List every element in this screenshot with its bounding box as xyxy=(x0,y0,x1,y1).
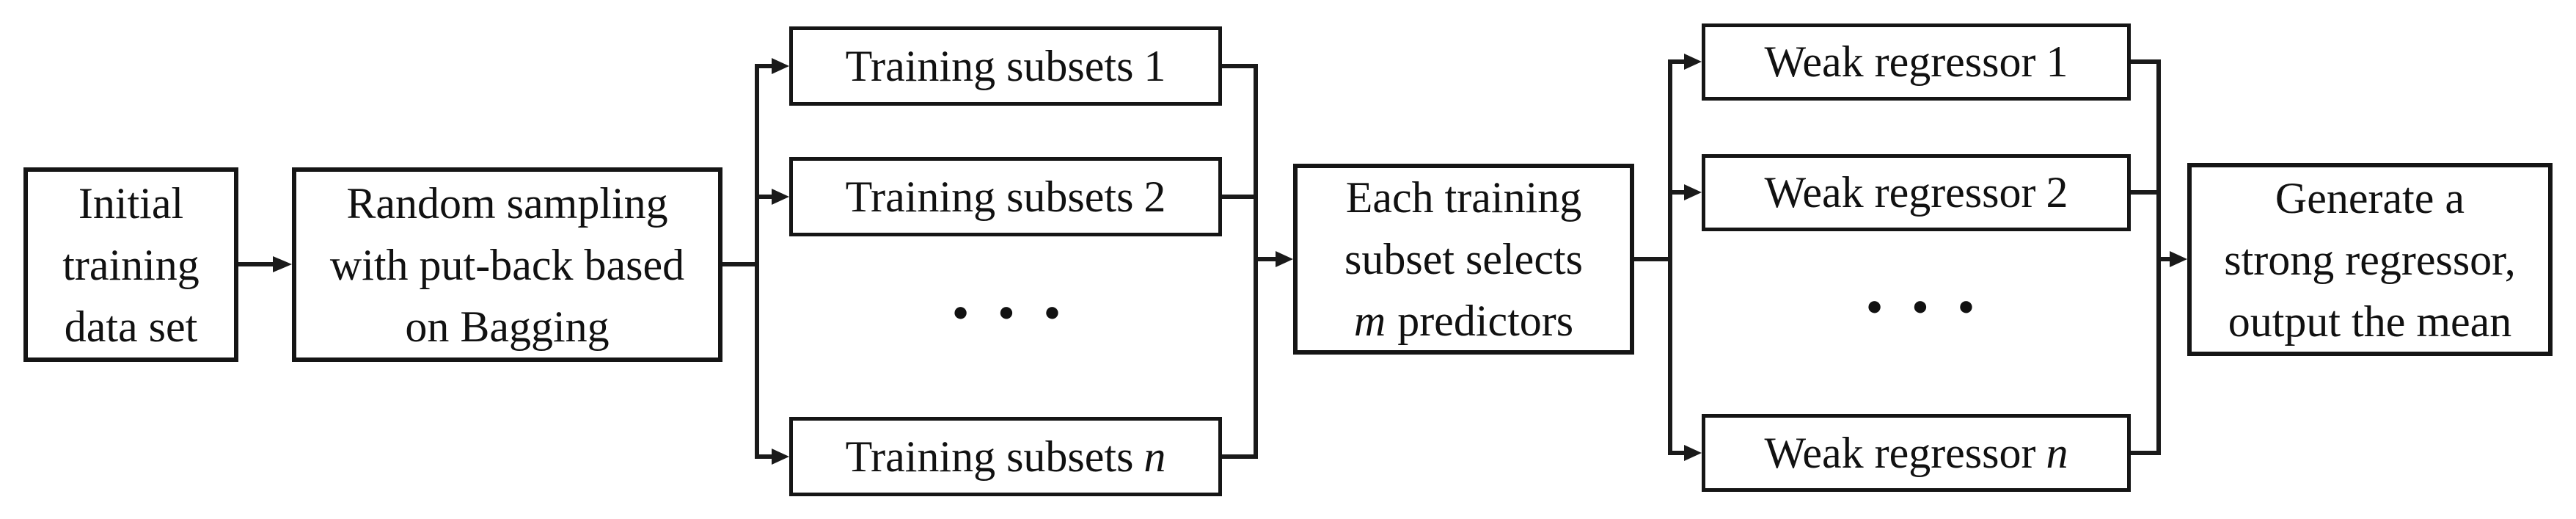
node-label-rest: predictors xyxy=(1397,297,1574,345)
collector-regressors-to-output xyxy=(2131,59,2187,455)
node-label-line: strong regressor, xyxy=(2224,235,2516,284)
node-label-line: Each training xyxy=(1345,173,1582,222)
node-weak-regressor-1: Weak regressor 1 xyxy=(1702,23,2131,101)
node-training-subset-1: Training subsets 1 xyxy=(789,26,1222,106)
node-label: Training subsets xyxy=(845,172,1134,221)
node-output: Generate a strong regressor, output the … xyxy=(2187,163,2553,356)
node-weak-regressor-n: Weak regressor n xyxy=(1702,414,2131,492)
node-index: 1 xyxy=(1144,41,1166,90)
node-label-line: Random sampling xyxy=(346,178,668,228)
node-label: Weak regressor xyxy=(1764,428,2036,477)
node-label-line: Generate a xyxy=(2275,173,2465,222)
node-label-variable: m xyxy=(1353,297,1386,345)
node-training-subset-n: Training subsets n xyxy=(789,417,1222,496)
node-label-line: Initial xyxy=(78,178,184,228)
node-index: n xyxy=(2046,428,2068,477)
node-label-line: output the mean xyxy=(2228,297,2512,346)
node-label-line: data set xyxy=(64,302,198,351)
node-label: Training subsets xyxy=(845,41,1134,90)
node-label: Training subsets xyxy=(845,432,1134,481)
node-random-sampling: Random sampling with put-back based on B… xyxy=(292,167,722,362)
node-index: 1 xyxy=(2046,37,2068,86)
node-label: Weak regressor xyxy=(1764,37,2036,86)
branch-predictors-to-regressors xyxy=(1634,54,1702,461)
ellipsis-left: ● ● ● xyxy=(952,297,1061,327)
collector-subsets-to-predictors xyxy=(1222,64,1293,459)
node-initial-data: Initial training data set xyxy=(23,167,238,362)
node-label-line: on Bagging xyxy=(405,302,610,351)
node-training-subset-2: Training subsets 2 xyxy=(789,157,1222,236)
node-index: 2 xyxy=(1144,172,1166,221)
node-label-line: subset selects xyxy=(1344,235,1583,283)
arrow-initial-to-sampling xyxy=(238,256,292,272)
node-label: Weak regressor xyxy=(1764,168,2036,217)
node-label-line: training xyxy=(62,240,200,289)
node-index: 2 xyxy=(2046,168,2068,217)
ellipsis-right: ● ● ● xyxy=(1866,291,1975,322)
node-weak-regressor-2: Weak regressor 2 xyxy=(1702,154,2131,231)
node-label-line: with put-back based xyxy=(329,240,685,289)
node-index: n xyxy=(1144,432,1166,481)
branch-sampling-to-subsets xyxy=(722,58,789,465)
